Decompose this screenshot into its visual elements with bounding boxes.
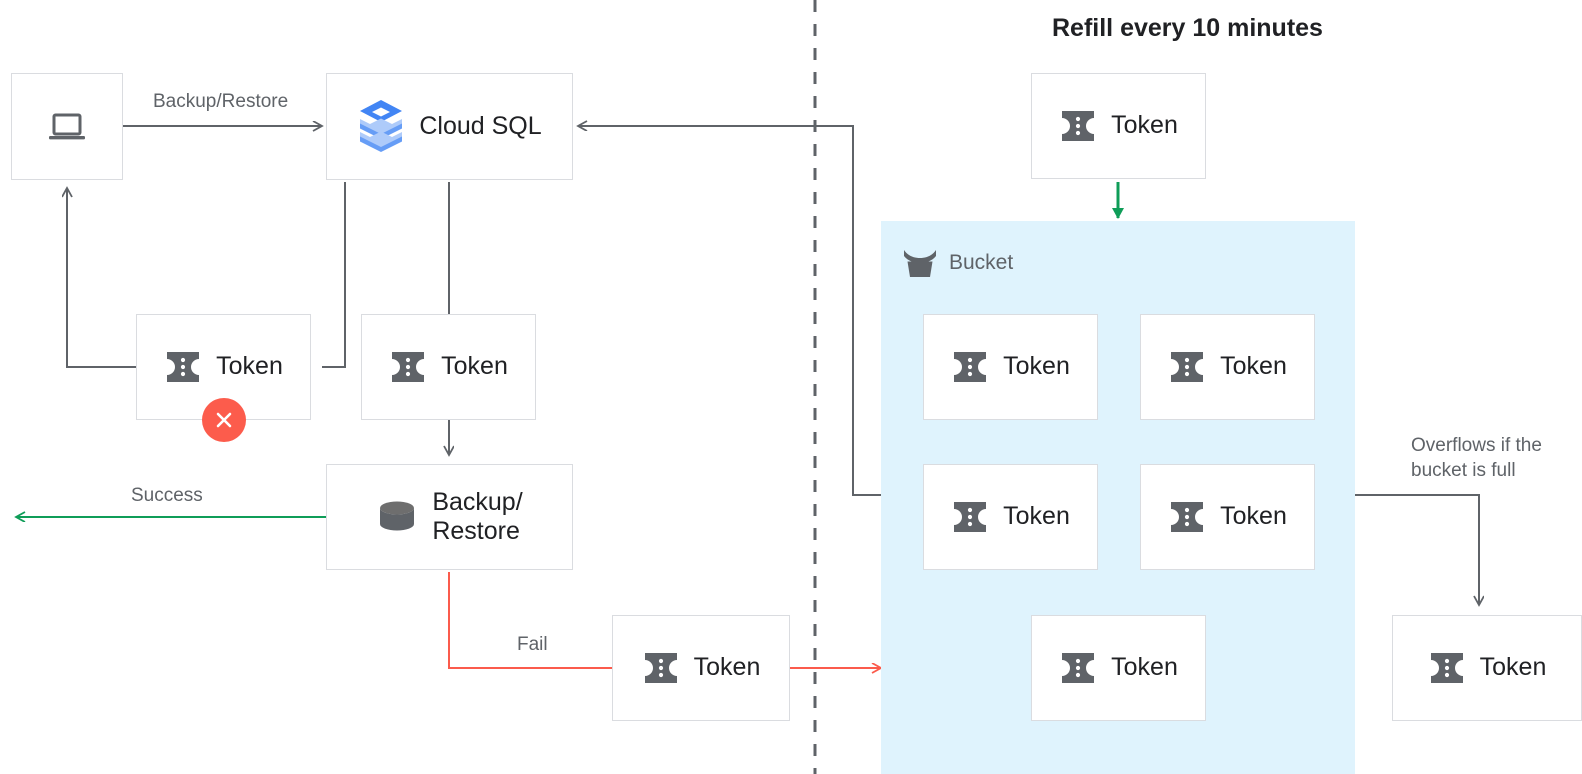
edge-label-fail: Fail — [517, 634, 548, 655]
edge-token-failed-to-client — [67, 188, 136, 368]
bucket-token-card-5[interactable]: Token — [1031, 615, 1206, 721]
node-token-overflow-label: Token — [1479, 653, 1547, 682]
token-label: Token — [1220, 352, 1287, 381]
edge-overflow — [1355, 494, 1479, 605]
bucket-header: Bucket — [903, 248, 1013, 278]
node-token-overflow[interactable]: Token — [1392, 615, 1582, 721]
node-token-failed-label: Token — [216, 352, 283, 381]
bucket-token-card-3[interactable]: Token — [923, 464, 1098, 570]
token-icon — [1059, 653, 1097, 683]
database-icon — [376, 499, 418, 535]
bucket-label: Bucket — [949, 251, 1014, 274]
edge-label-backup-restore: Backup/Restore — [153, 91, 289, 112]
token-icon — [1428, 653, 1466, 683]
bucket-token-card-4[interactable]: Token — [1140, 464, 1315, 570]
node-client[interactable] — [11, 73, 123, 180]
token-icon — [1168, 502, 1206, 532]
edge-bucket-to-cloudsql — [578, 126, 881, 496]
token-icon — [951, 352, 989, 382]
edge-label-overflow: Overflows if the bucket is full — [1411, 435, 1542, 481]
token-label: Token — [1003, 502, 1070, 531]
node-token-refill-label: Token — [1111, 111, 1178, 140]
page-title: Refill every 10 minutes — [1052, 14, 1323, 42]
bucket-icon — [903, 248, 937, 278]
node-backup-restore[interactable]: Backup/ Restore — [326, 464, 573, 570]
token-icon — [1059, 111, 1097, 141]
bucket-token-card-2[interactable]: Token — [1140, 314, 1315, 420]
bucket-token-card-1[interactable]: Token — [923, 314, 1098, 420]
cloud-sql-icon — [357, 99, 405, 155]
x-mark-icon — [202, 398, 246, 442]
node-token-fail-path-label: Token — [693, 653, 761, 682]
edge-cloudsql-to-token-failed — [322, 182, 346, 368]
node-cloud-sql-label: Cloud SQL — [419, 111, 542, 140]
node-cloud-sql[interactable]: Cloud SQL — [326, 73, 573, 180]
node-token-fail-path[interactable]: Token — [612, 615, 790, 721]
token-label: Token — [1003, 352, 1070, 381]
node-token-consumed[interactable]: Token — [361, 314, 536, 420]
node-backup-restore-label: Backup/ Restore — [432, 487, 523, 546]
laptop-icon — [47, 111, 87, 143]
token-icon — [164, 352, 202, 382]
token-label: Token — [1111, 653, 1178, 682]
node-token-refill[interactable]: Token — [1031, 73, 1206, 179]
token-label: Token — [1220, 502, 1287, 531]
edge-label-success: Success — [131, 485, 203, 506]
token-icon — [951, 502, 989, 532]
token-icon — [642, 653, 680, 683]
token-icon — [389, 352, 427, 382]
token-icon — [1168, 352, 1206, 382]
node-token-consumed-label: Token — [441, 352, 508, 381]
